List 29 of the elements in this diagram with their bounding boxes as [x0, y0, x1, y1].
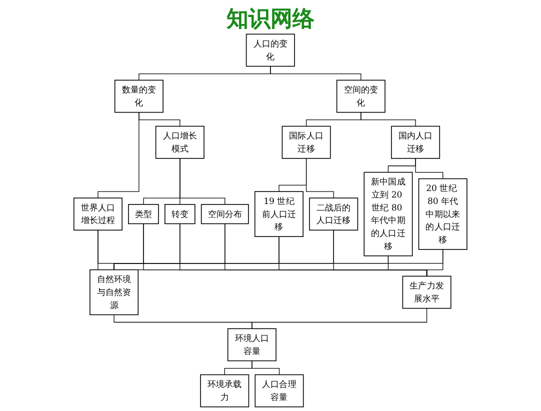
node-box: 国际人口迁移	[282, 126, 331, 159]
node-box: 类型	[128, 204, 159, 224]
connector	[180, 158, 226, 205]
node-box: 环境承载力	[200, 374, 250, 408]
connector	[252, 360, 280, 376]
node-box: 生产力发展水平	[402, 276, 452, 309]
connector	[138, 112, 180, 127]
node-box: 数量的变化	[114, 80, 164, 113]
node-box: 国内人口迁移	[391, 126, 440, 159]
node-box: 20 世纪 80 年代中期以来的人口迁移	[418, 178, 468, 250]
connector	[426, 249, 444, 277]
node-box: 空间分布	[201, 204, 249, 224]
connector	[270, 66, 362, 81]
connector	[306, 158, 334, 198]
node-box: 环境人口容量	[228, 328, 277, 362]
connector	[360, 112, 416, 127]
connector	[415, 158, 444, 180]
node-box: 世界人口增长过程	[74, 198, 123, 231]
node-box: 人口合理容量	[254, 374, 304, 408]
node-box: 转变	[164, 204, 196, 224]
node-box: 二战后的人口迁移	[309, 198, 358, 231]
node-box: 空间的变化	[336, 80, 386, 113]
node-box: 自然环境与自然资源	[90, 269, 139, 316]
node-box: 新中国成立到 20 世纪 80 年代中期的人口迁移	[364, 172, 413, 256]
diagram-title: 知识网络	[226, 6, 314, 32]
node-box: 人口的变化	[246, 34, 295, 67]
connector	[252, 308, 428, 329]
node-box: 人口增长模式	[156, 126, 204, 159]
node-box: 19 世纪前人口迁移	[254, 191, 304, 237]
